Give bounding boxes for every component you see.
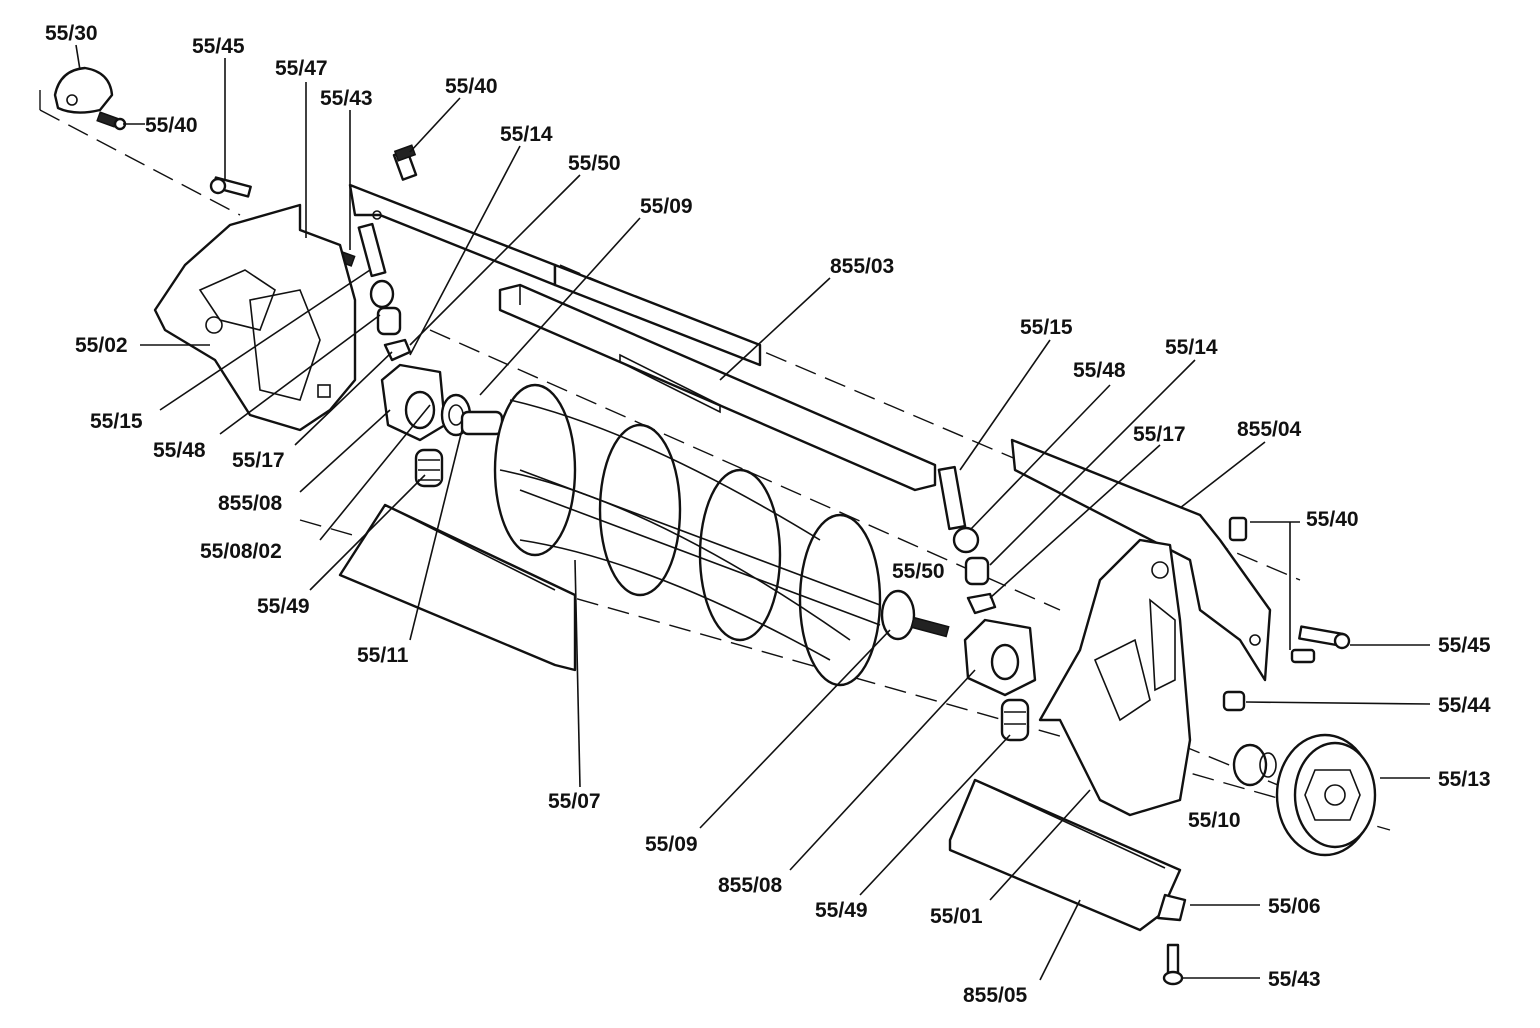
- part-cutting-reel-55-07: [493, 383, 882, 687]
- label-55-30: 55/30: [45, 22, 98, 45]
- label-55-15: 55/15: [90, 410, 143, 433]
- part-lock-nut-55-30: [53, 66, 114, 114]
- label-55-02: 55/02: [75, 334, 128, 357]
- part-bolt-55-43-bottom: [1162, 943, 1184, 986]
- label-55-43: 55/43: [1268, 968, 1321, 991]
- label-55-13: 55/13: [1438, 768, 1491, 791]
- part-bushes-left: [369, 279, 412, 362]
- label-55-47: 55/47: [275, 57, 328, 80]
- label-55-09: 55/09: [645, 833, 698, 856]
- leader-lines: [75, 44, 1431, 981]
- part-spring-pin-55-15-right: [937, 465, 967, 531]
- label-855-03: 855/03: [830, 255, 894, 278]
- label-55-49: 55/49: [815, 899, 868, 922]
- label-55-08-02: 55/08/02: [200, 540, 282, 563]
- label-855-08: 855/08: [718, 874, 783, 897]
- part-number-labels: 55/30 55/45 55/47 55/43 55/40 55/40 55/1…: [45, 22, 1491, 1007]
- label-55-15: 55/15: [1020, 316, 1073, 339]
- label-55-17: 55/17: [232, 449, 285, 472]
- label-55-49: 55/49: [257, 595, 310, 618]
- label-55-44: 55/44: [1438, 694, 1491, 717]
- label-55-11: 55/11: [357, 644, 409, 667]
- part-square-shaft-855-03: [498, 283, 937, 492]
- part-right-side-plate-55-01: [1038, 538, 1192, 817]
- label-55-43: 55/43: [320, 87, 373, 110]
- label-55-40: 55/40: [145, 114, 198, 137]
- part-top-bar: [348, 183, 762, 367]
- label-55-50: 55/50: [568, 152, 621, 175]
- part-bearing-housing-855-08-left: [380, 363, 447, 442]
- part-small-bolt-55-40: [96, 111, 127, 131]
- label-55-07: 55/07: [548, 790, 601, 813]
- part-bush-55-10: [1232, 743, 1277, 787]
- part-bottom-blade-left: [338, 503, 577, 672]
- part-bearing-housing-855-08-right: [963, 618, 1037, 697]
- label-55-17: 55/17: [1133, 423, 1186, 446]
- label-55-48: 55/48: [1073, 359, 1126, 382]
- part-bolt-55-45-right: [1298, 625, 1351, 650]
- part-wheel-55-13: [1275, 733, 1377, 857]
- part-spring-55-49-right: [1000, 698, 1030, 742]
- part-bolt-55-40-right: [1228, 516, 1316, 664]
- label-55-50: 55/50: [892, 560, 945, 583]
- part-small-bolt-55-40-top: [392, 144, 418, 181]
- part-clip-55-06: [1156, 893, 1187, 922]
- part-left-side-plate-55-02: [153, 203, 357, 432]
- label-55-06: 55/06: [1268, 895, 1321, 918]
- label-855-08: 855/08: [218, 492, 283, 515]
- label-855-04: 855/04: [1237, 418, 1302, 441]
- part-shaft-end-55-11: [460, 410, 504, 436]
- part-bolt-55-45: [209, 176, 252, 198]
- label-55-45: 55/45: [1438, 634, 1491, 657]
- label-55-40: 55/40: [1306, 508, 1359, 531]
- label-55-14: 55/14: [1165, 336, 1218, 359]
- label-855-05: 855/05: [963, 984, 1028, 1007]
- part-spring-pin-55-43: [357, 222, 387, 278]
- label-55-45: 55/45: [192, 35, 245, 58]
- label-55-48: 55/48: [153, 439, 206, 462]
- part-right-bracket-855-04: [1010, 438, 1272, 682]
- part-bushes-right: [952, 526, 997, 615]
- part-nut-55-44: [1222, 690, 1246, 712]
- label-55-10: 55/10: [1188, 809, 1241, 832]
- label-55-40: 55/40: [445, 75, 498, 98]
- label-55-01: 55/01: [930, 905, 983, 928]
- label-55-09: 55/09: [640, 195, 693, 218]
- label-55-14: 55/14: [500, 123, 553, 146]
- part-reel-bearing-55-09: [880, 589, 950, 641]
